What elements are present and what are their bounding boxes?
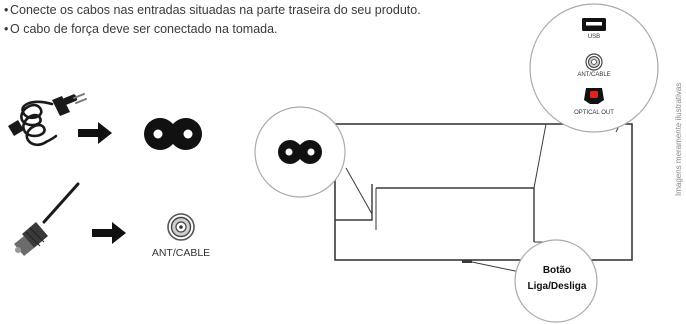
illustrative-images-note: Imagens meramente ilustrativas [674, 82, 683, 196]
ant-cable-port-label: ANT/CABLE [577, 72, 611, 78]
power-button-label: Botão Liga/Desliga [516, 263, 598, 295]
arrow-right-icon [78, 122, 112, 144]
power-button-zoom [514, 239, 598, 323]
power-input-zoom [254, 106, 346, 198]
power-cable-icon [8, 93, 87, 147]
usb-label: USB [587, 34, 601, 40]
power-button-label-line2: Liga/Desliga [527, 281, 587, 292]
antenna-port-icon [585, 53, 603, 71]
instructions: •Conecte os cabos nas entradas situadas … [4, 1, 421, 39]
instruction-line-2: •O cabo de força deve ser conectado na t… [4, 22, 278, 36]
power-outlet-icon [144, 118, 202, 150]
ant-cable-label: ANT/CABLE [151, 247, 211, 259]
coax-cable-icon [14, 182, 80, 256]
antenna-port-icon [167, 213, 195, 241]
usb-port-icon [582, 18, 606, 31]
tv-rear-outline [334, 123, 633, 273]
arrow-right-icon [92, 222, 126, 244]
optical-out-label: OPTICAL OUT [574, 110, 614, 116]
power-button-label-line1: Botão [542, 265, 572, 276]
optical-port-icon [584, 88, 604, 104]
instruction-line-1: •Conecte os cabos nas entradas situadas … [4, 3, 421, 17]
